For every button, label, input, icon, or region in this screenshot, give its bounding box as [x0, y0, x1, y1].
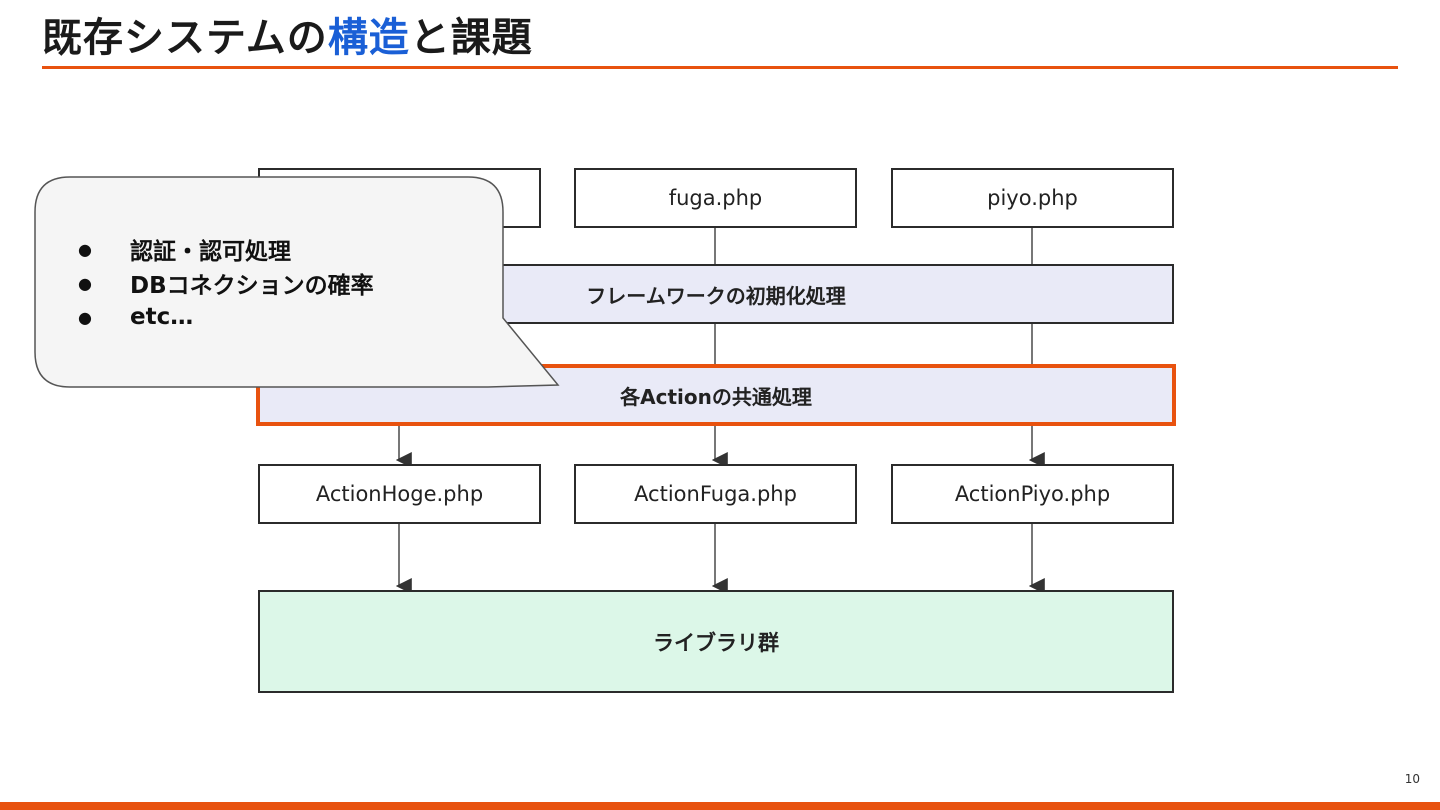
- callout-item: ● DBコネクションの確率: [78, 266, 374, 300]
- slide-title: 既存システムの構造と課題: [42, 8, 533, 68]
- library-layer: ライブラリ群: [258, 590, 1174, 693]
- callout-item-text: 認証・認可処理: [130, 239, 291, 265]
- action-box-hoge: ActionHoge.php: [258, 464, 541, 524]
- callout-list: ● 認証・認可処理 ● DBコネクションの確率 ● etc…: [78, 232, 374, 334]
- title-part-highlight: 構造: [327, 15, 410, 61]
- callout-item: ● etc…: [78, 300, 374, 334]
- slide-title-wrap: 既存システムの構造と課題: [42, 8, 533, 68]
- title-part-1: 既存システムの: [42, 15, 328, 61]
- bullet-icon: ●: [78, 273, 92, 293]
- library-label: ライブラリ群: [653, 630, 779, 655]
- framework-init-label: フレームワークの初期化処理: [586, 283, 846, 308]
- file-box-fuga: fuga.php: [574, 168, 857, 228]
- footer-bar: [0, 802, 1440, 810]
- callout-item-text: etc…: [130, 304, 194, 330]
- title-underline: [42, 66, 1398, 69]
- action-common-label: 各Actionの共通処理: [620, 384, 812, 409]
- bullet-icon: ●: [78, 307, 92, 327]
- callout-item-text: DBコネクションの確率: [130, 273, 374, 299]
- callout-item: ● 認証・認可処理: [78, 232, 374, 266]
- action-box-piyo: ActionPiyo.php: [891, 464, 1174, 524]
- action-box-fuga: ActionFuga.php: [574, 464, 857, 524]
- file-box-piyo: piyo.php: [891, 168, 1174, 228]
- bullet-icon: ●: [78, 239, 92, 259]
- page-number: 10: [1404, 772, 1420, 786]
- title-part-3: と課題: [409, 15, 533, 61]
